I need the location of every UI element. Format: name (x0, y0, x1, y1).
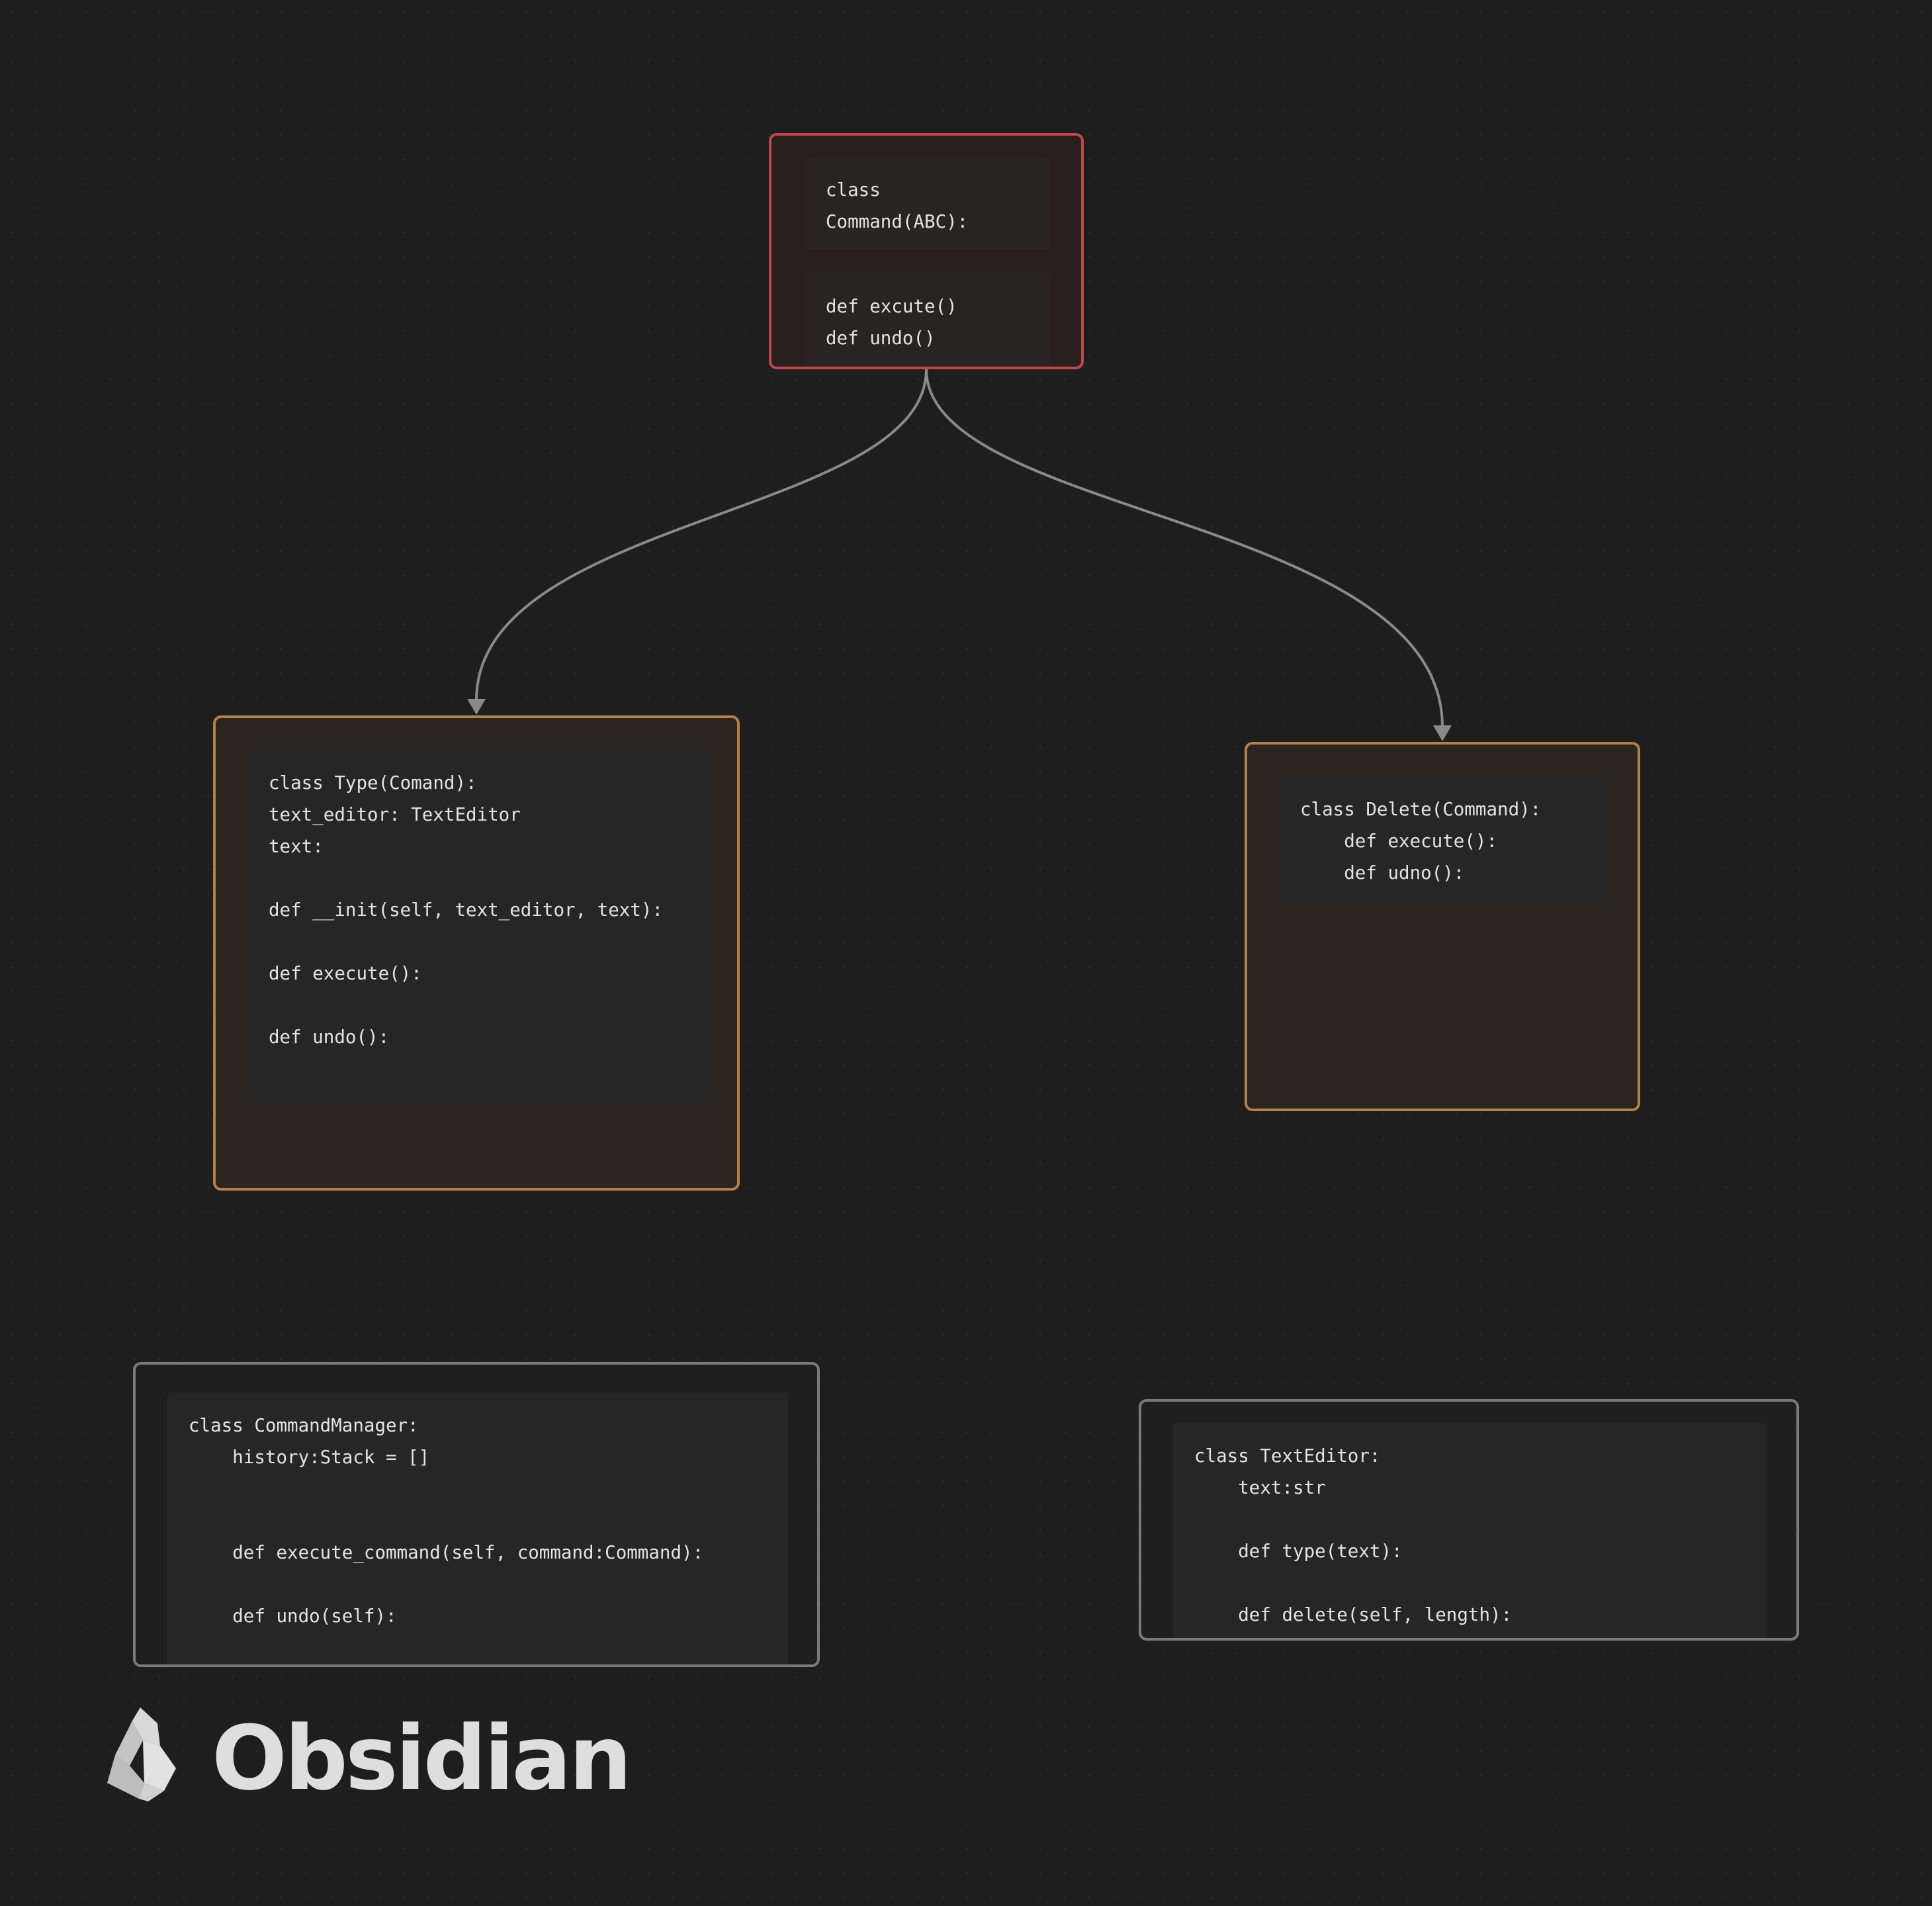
edge-command-to-type (475, 369, 928, 701)
command-methods-block: def excute() def undo() (805, 273, 1051, 367)
command-manager-class-code: class CommandManager: history:Stack = []… (189, 1415, 704, 1627)
obsidian-crystal-icon (107, 1707, 176, 1801)
delete-code-block: class Delete(Command): def execute(): de… (1279, 776, 1608, 903)
card-delete-command[interactable]: class Delete(Command): def execute(): de… (1245, 742, 1640, 1111)
arrowhead-delete (1433, 725, 1452, 741)
command-class-header: class Command(ABC): (826, 179, 969, 232)
text-editor-code-block: class TextEditor: text:str def type(text… (1173, 1423, 1767, 1638)
edge-command-to-delete (925, 369, 1444, 727)
command-methods: def excute() def undo() (826, 296, 957, 349)
card-text-editor[interactable]: class TextEditor: text:str def type(text… (1139, 1399, 1799, 1641)
type-code-block: class Type(Comand): text_editor: TextEdi… (247, 750, 709, 1099)
obsidian-wordmark: Obsidian (212, 1707, 632, 1810)
command-class-header-block: class Command(ABC): (805, 157, 1051, 250)
delete-class-code: class Delete(Command): def execute(): de… (1300, 799, 1542, 884)
card-command-manager[interactable]: class CommandManager: history:Stack = []… (133, 1362, 820, 1667)
card-type-command[interactable]: class Type(Comand): text_editor: TextEdi… (213, 715, 740, 1191)
type-class-code: class Type(Comand): text_editor: TextEdi… (269, 772, 664, 1048)
arrowhead-type (467, 699, 486, 715)
card-command-abc[interactable]: class Command(ABC): def excute() def und… (769, 133, 1084, 369)
text-editor-class-code: class TextEditor: text:str def type(text… (1194, 1445, 1513, 1625)
command-manager-code-block: class CommandManager: history:Stack = []… (167, 1392, 788, 1664)
